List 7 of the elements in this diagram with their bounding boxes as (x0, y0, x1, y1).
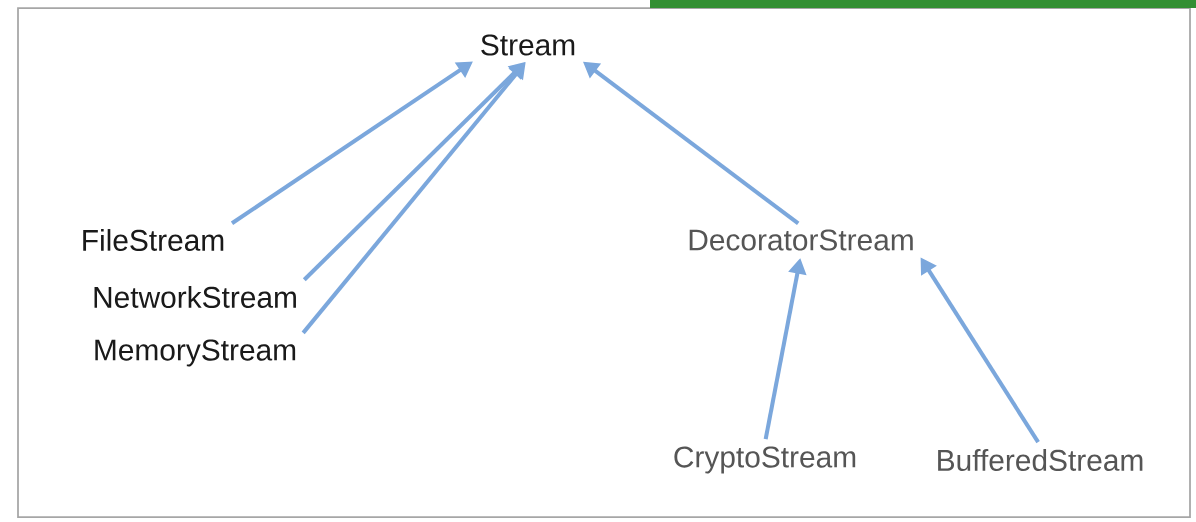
class-label: Stream (481, 34, 575, 56)
class-label: NetworkStream (94, 286, 296, 308)
class-label: CryptoStream (674, 446, 856, 474)
class-label: DecoratorStream (689, 229, 913, 251)
class-label: BufferedStream (938, 449, 1143, 471)
class-label: FileStream (83, 229, 224, 251)
class-label: MemoryStream (95, 339, 296, 367)
